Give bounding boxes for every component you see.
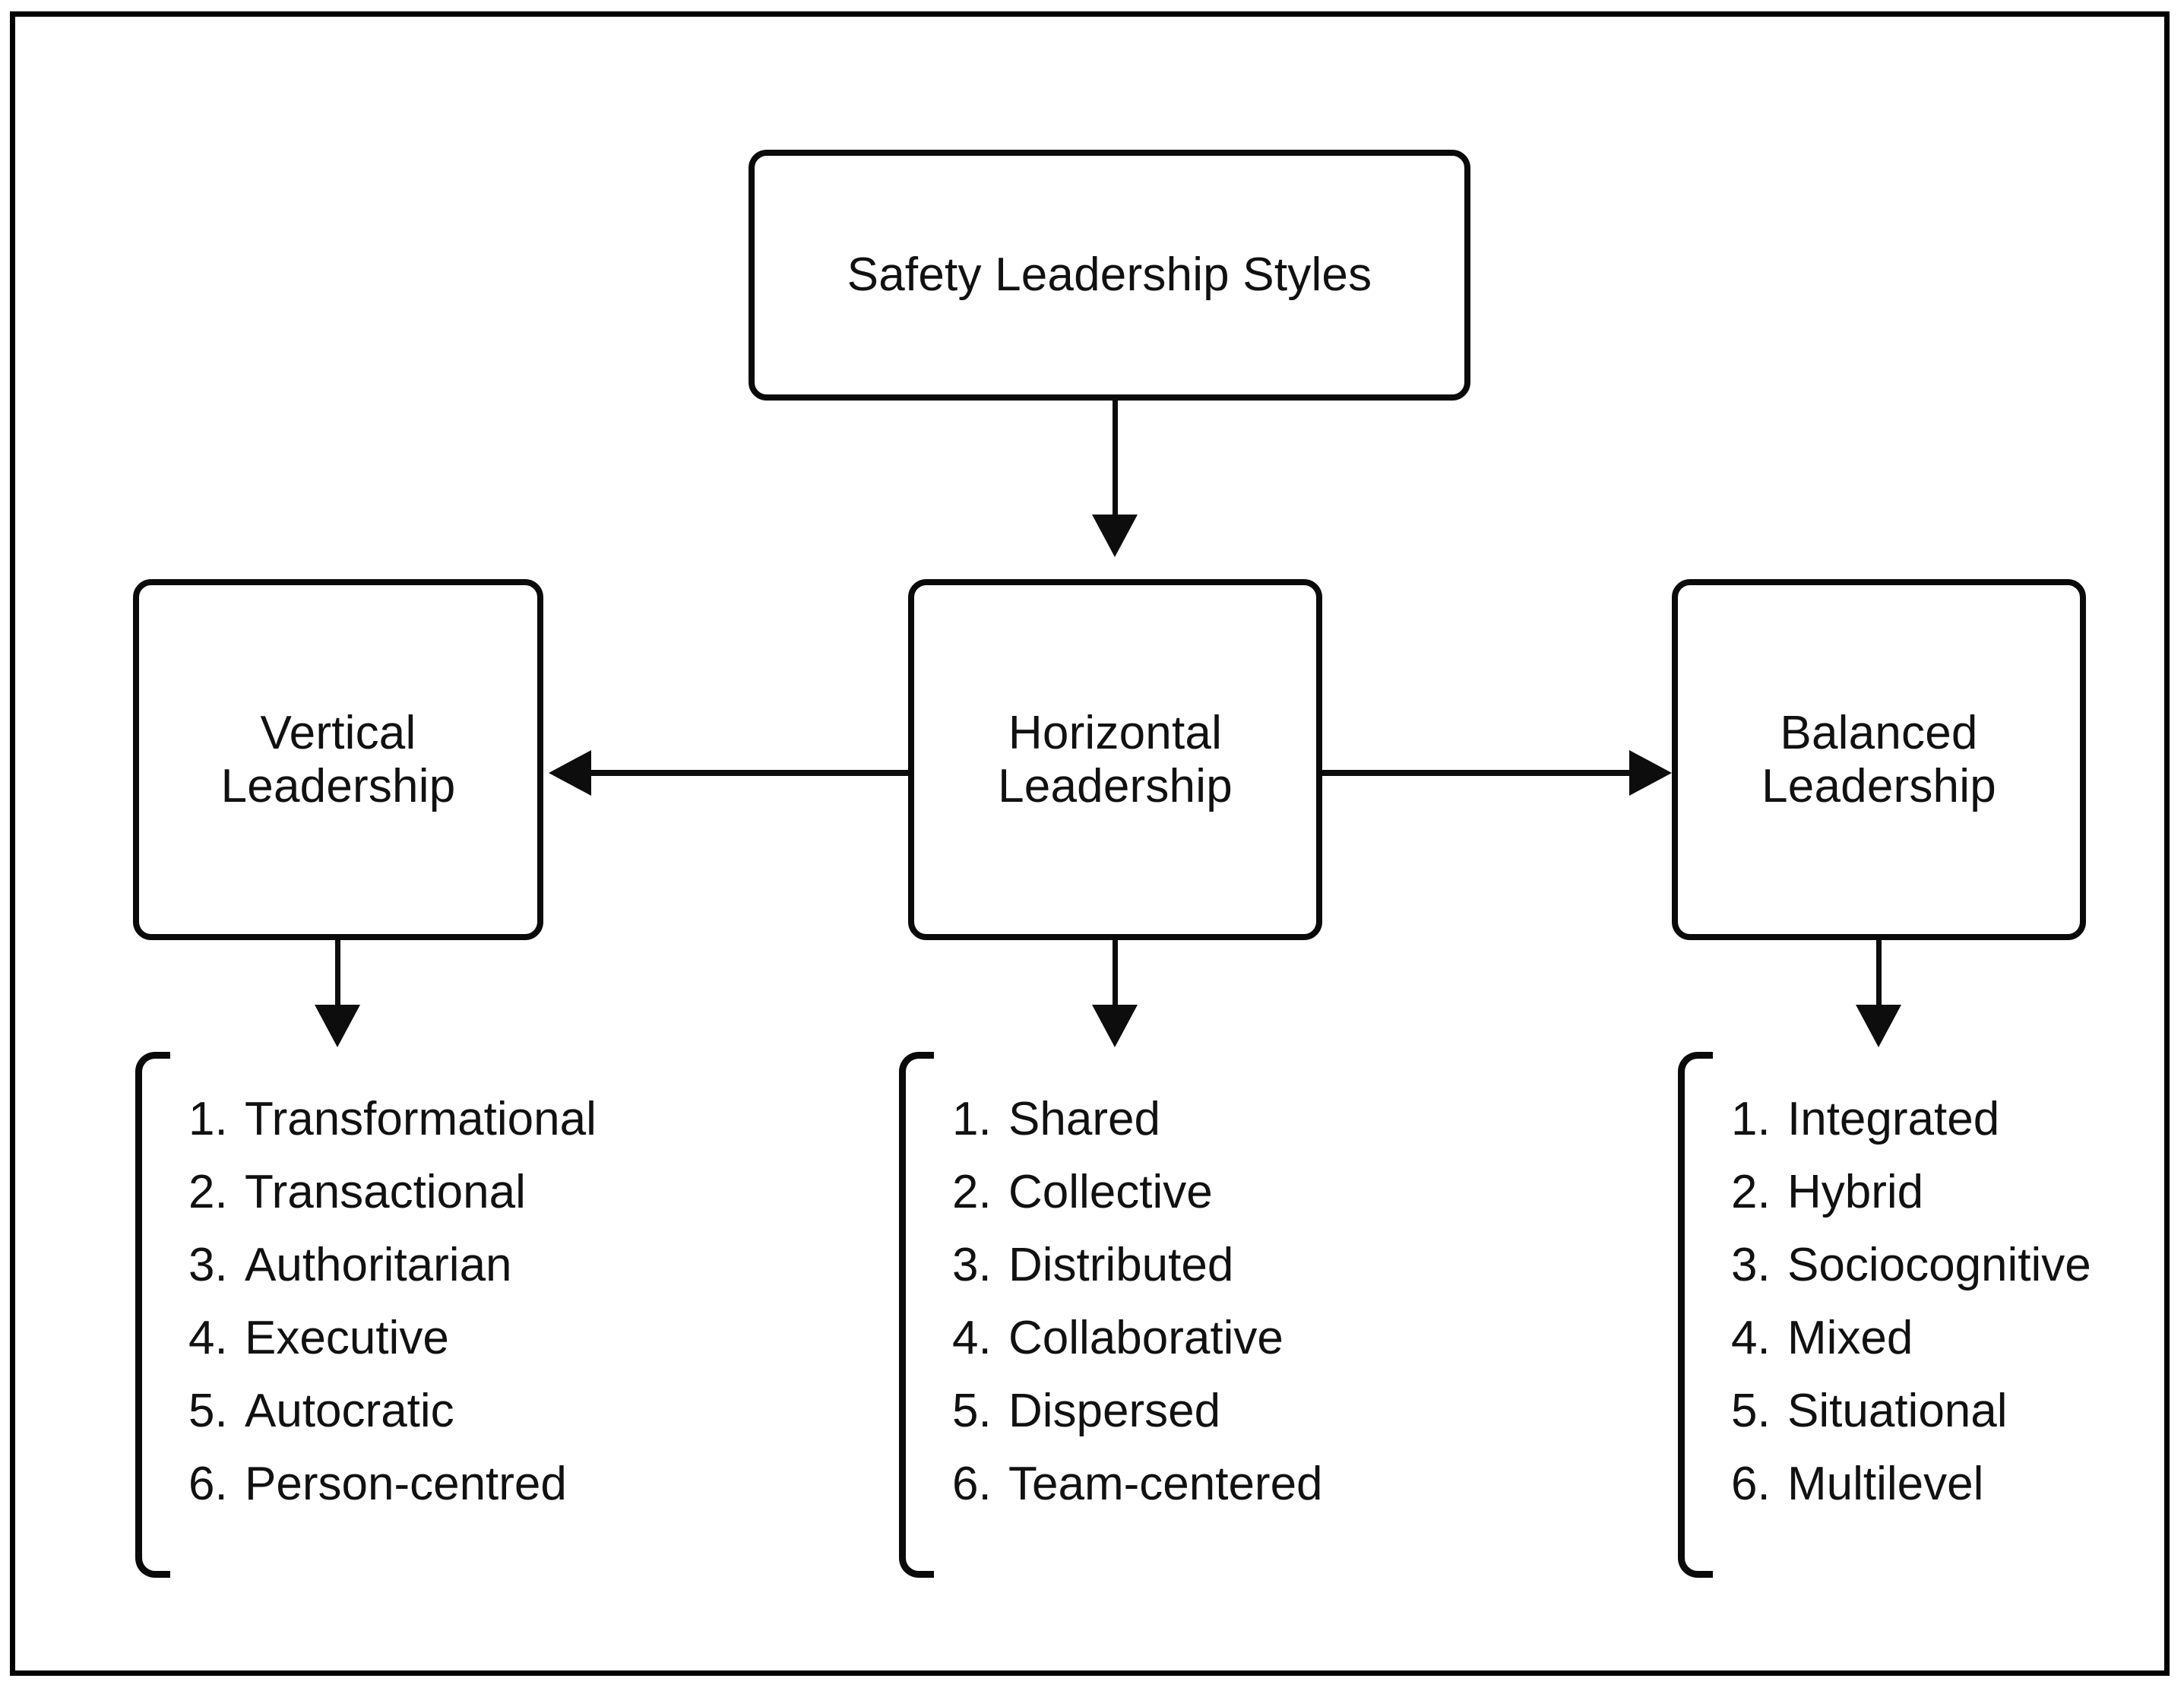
list-item[interactable]: 1. Integrated [1731, 1096, 2184, 1169]
list-item-number: 1. [952, 1093, 992, 1145]
list-item-label: Multilevel [1787, 1458, 1984, 1510]
list-item-number: 6. [1731, 1458, 1771, 1510]
list-item-label: Sociocognitive [1787, 1239, 2091, 1291]
list-item-number: 3. [952, 1239, 992, 1291]
list-item-number: 6. [188, 1458, 228, 1510]
list-item-number: 4. [952, 1312, 992, 1364]
list-item-number: 1. [188, 1093, 228, 1145]
list-item[interactable]: 5. Autocratic [188, 1388, 819, 1461]
list-item-number: 5. [952, 1385, 992, 1437]
styles-list-horizontal: 1. Shared 2. Collective 3. Distributed 4… [934, 1052, 1568, 1578]
list-item-number: 6. [952, 1458, 992, 1510]
list-item[interactable]: 3. Sociocognitive [1731, 1242, 2184, 1315]
list-item[interactable]: 2. Hybrid [1731, 1169, 2184, 1242]
list-item-label: Autocratic [245, 1385, 454, 1437]
connector-line [335, 940, 340, 1009]
list-item[interactable]: 1. Shared [952, 1096, 1568, 1169]
list-item-label: Authoritarian [245, 1239, 512, 1291]
list-item-number: 5. [1731, 1385, 1771, 1437]
list-item-number: 4. [188, 1312, 228, 1364]
list-item-label: Collective [1008, 1166, 1213, 1218]
node-horizontal-leadership[interactable]: Horizontal Leadership [908, 579, 1322, 940]
list-item[interactable]: 3. Authoritarian [188, 1242, 819, 1315]
list-item[interactable]: 1. Transformational [188, 1096, 819, 1169]
list-item[interactable]: 6. Multilevel [1731, 1461, 2184, 1534]
arrow-right-icon [1629, 750, 1672, 796]
list-item-number: 2. [1731, 1166, 1771, 1218]
arrow-down-icon [315, 1005, 360, 1047]
arrow-down-icon [1092, 1005, 1138, 1047]
list-item-label: Mixed [1787, 1312, 1913, 1364]
left-bracket-icon [1678, 1052, 1713, 1578]
list-item[interactable]: 6. Team-centered [952, 1461, 1568, 1534]
node-label-horizontal: Horizontal Leadership [998, 707, 1233, 812]
list-item[interactable]: 2. Transactional [188, 1169, 819, 1242]
arrow-down-icon [1092, 515, 1138, 557]
connector-line [1876, 940, 1882, 1009]
list-group-vertical-leadership: 1. Transformational 2. Transactional 3. … [135, 1052, 819, 1578]
connector-line [1113, 940, 1118, 1009]
left-bracket-icon [135, 1052, 170, 1578]
node-label-root: Safety Leadership Styles [847, 249, 1372, 302]
node-vertical-leadership[interactable]: Vertical Leadership [133, 579, 543, 940]
list-item-label: Hybrid [1787, 1166, 1924, 1218]
list-item-label: Person-centred [245, 1458, 567, 1510]
styles-list-balanced: 1. Integrated 2. Hybrid 3. Sociocognitiv… [1713, 1052, 2184, 1578]
node-balanced-leadership[interactable]: Balanced Leadership [1672, 579, 2086, 940]
list-item-label: Team-centered [1008, 1458, 1323, 1510]
list-item-label: Shared [1008, 1093, 1160, 1145]
list-group-balanced-leadership: 1. Integrated 2. Hybrid 3. Sociocognitiv… [1678, 1052, 2184, 1578]
node-label-balanced: Balanced Leadership [1761, 707, 1996, 812]
list-item-number: 5. [188, 1385, 228, 1437]
list-item-label: Transactional [245, 1166, 526, 1218]
list-item-label: Distributed [1008, 1239, 1234, 1291]
list-item-label: Transformational [245, 1093, 597, 1145]
list-item-number: 2. [188, 1166, 228, 1218]
list-item-number: 4. [1731, 1312, 1771, 1364]
list-group-horizontal-leadership: 1. Shared 2. Collective 3. Distributed 4… [899, 1052, 1568, 1578]
connector-line [591, 770, 909, 776]
diagram-outer-frame: Safety Leadership Styles Vertical Leader… [10, 11, 2170, 1676]
list-item[interactable]: 5. Dispersed [952, 1388, 1568, 1461]
styles-list-vertical: 1. Transformational 2. Transactional 3. … [170, 1052, 819, 1578]
list-item[interactable]: 6. Person-centred [188, 1461, 819, 1534]
list-item-number: 1. [1731, 1093, 1771, 1145]
arrow-left-icon [549, 750, 591, 796]
list-item-label: Integrated [1787, 1093, 2000, 1145]
list-item-label: Collaborative [1008, 1312, 1283, 1364]
node-safety-leadership-styles[interactable]: Safety Leadership Styles [749, 150, 1470, 401]
connector-line [1113, 401, 1118, 518]
list-item-number: 3. [1731, 1239, 1771, 1291]
list-item-label: Situational [1787, 1385, 2008, 1437]
list-item[interactable]: 4. Mixed [1731, 1315, 2184, 1388]
list-item-number: 3. [188, 1239, 228, 1291]
list-item[interactable]: 3. Distributed [952, 1242, 1568, 1315]
left-bracket-icon [899, 1052, 934, 1578]
node-label-vertical: Vertical Leadership [220, 707, 456, 812]
connector-line [1322, 770, 1629, 776]
list-item[interactable]: 5. Situational [1731, 1388, 2184, 1461]
list-item[interactable]: 2. Collective [952, 1169, 1568, 1242]
list-item[interactable]: 4. Collaborative [952, 1315, 1568, 1388]
list-item-number: 2. [952, 1166, 992, 1218]
list-item[interactable]: 4. Executive [188, 1315, 819, 1388]
list-item-label: Dispersed [1008, 1385, 1221, 1437]
list-item-label: Executive [245, 1312, 449, 1364]
arrow-down-icon [1856, 1005, 1901, 1047]
